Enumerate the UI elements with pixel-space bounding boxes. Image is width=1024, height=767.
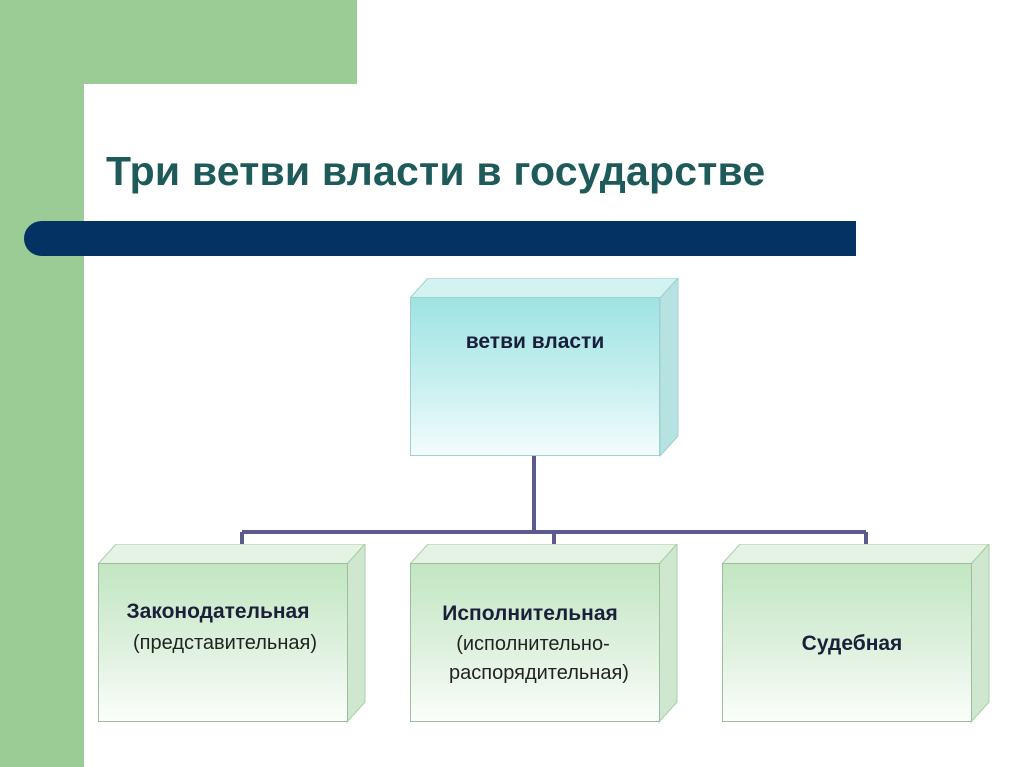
green-accent-left [0, 0, 84, 767]
child-node-legislative: Законодательная (представительная) [98, 544, 366, 724]
root-node: ветви власти [410, 278, 680, 458]
judicial-node-top-face [722, 544, 990, 564]
executive-node-side-face [658, 544, 678, 724]
root-node-side-face [659, 278, 679, 458]
executive-node-label: Исполнительная [442, 602, 618, 625]
judicial-node-front-face: Судебная [722, 563, 972, 722]
legislative-node-side-face [346, 544, 366, 724]
legislative-node-front-face: Законодательная (представительная) [98, 563, 348, 722]
legislative-node-top-face [98, 544, 366, 564]
legislative-node-label: Законодательная [126, 600, 310, 623]
judicial-node-label: Судебная [801, 632, 903, 655]
child-node-executive: Исполнительная (исполнительно- распоряди… [410, 544, 678, 724]
root-node-top-face [410, 278, 679, 298]
root-node-label: ветви власти [465, 330, 605, 353]
judicial-node-side-face [970, 544, 990, 724]
executive-node-front-face: Исполнительная (исполнительно- распоряди… [410, 563, 660, 722]
slide-title: Три ветви власти в государстве [106, 148, 766, 194]
title-underline-bar [24, 221, 856, 256]
legislative-node-sublabel: (представительная) [133, 632, 317, 654]
executive-node-sublabel: (исполнительно- [456, 633, 610, 655]
child-node-judicial: Судебная [722, 544, 990, 724]
executive-node-top-face [410, 544, 678, 564]
executive-node-sublabel-line2: распорядительная) [449, 662, 629, 684]
root-node-front-face: ветви власти [410, 297, 660, 456]
